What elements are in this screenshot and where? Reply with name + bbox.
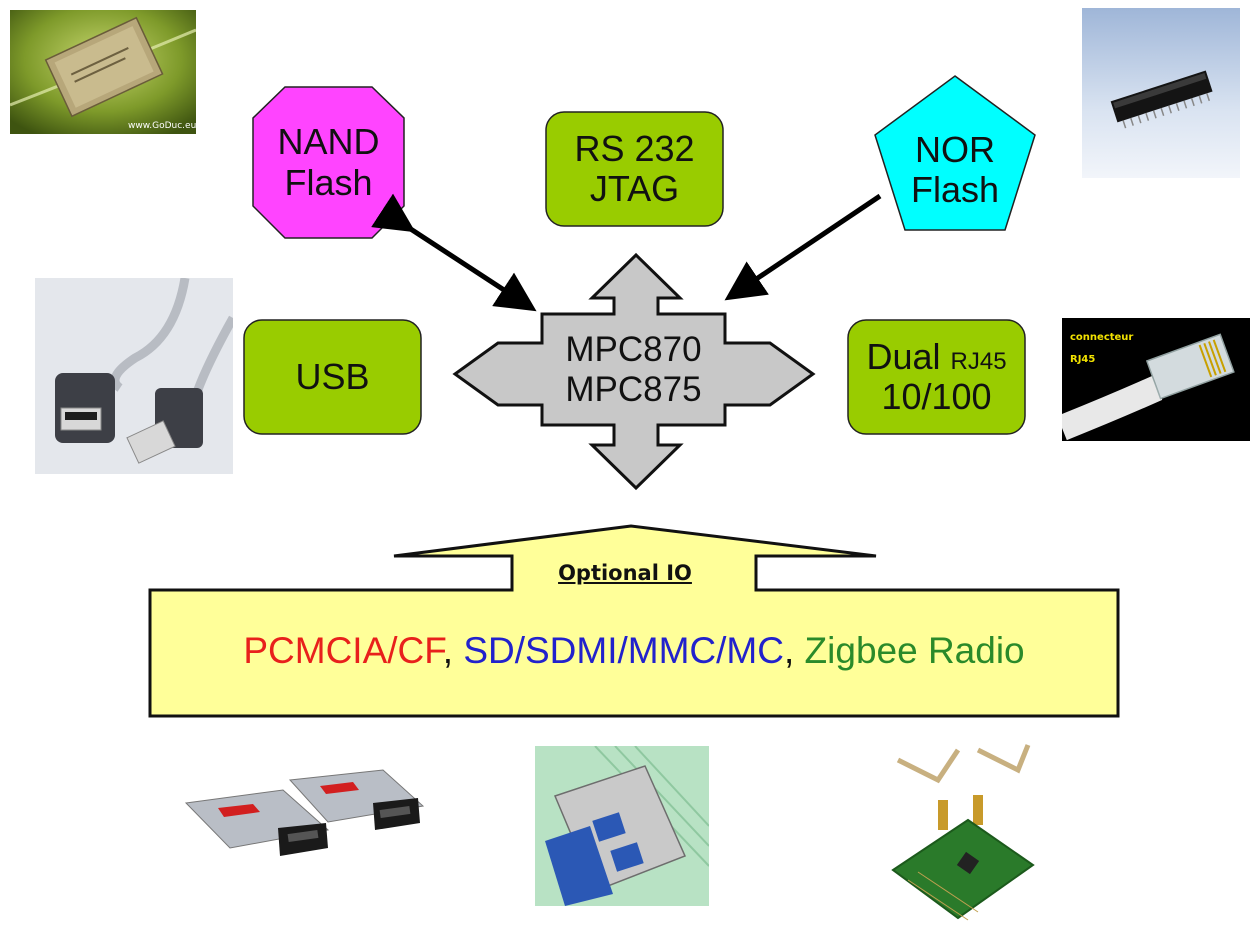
ethernet-label: Dual RJ45 10/100 (848, 320, 1025, 434)
nor-flash-label: NOR Flash (875, 110, 1035, 230)
cpu-label: MPC870 MPC875 (542, 314, 725, 425)
sd-mmc-text: SD/SDMI/MMC/MC (463, 630, 784, 671)
rj45-caption-1: connecteur (1070, 332, 1133, 343)
rs232-jtag-label: RS 232 JTAG (546, 112, 723, 226)
separator: , (442, 630, 454, 671)
usb-box (243, 319, 422, 435)
rj45-caption-2: RJ45 (1070, 354, 1095, 365)
ethernet-box (847, 319, 1026, 435)
cpu-four-way-arrow (452, 252, 816, 491)
ethernet-rj45: RJ45 (950, 347, 1007, 375)
zigbee-board-photo (878, 740, 1043, 935)
rs232-jtag-box (545, 111, 724, 227)
rs232-line1: RS 232 (574, 127, 695, 169)
pcmcia-cards-photo (178, 768, 428, 878)
nand-chip-photo: www.GoDuc.eu (10, 10, 196, 134)
rj45-connector-photo: connecteur RJ45 (1062, 318, 1250, 441)
usb-cable-photo (35, 278, 233, 474)
optional-io-arrow (148, 524, 1120, 718)
optional-io-title: Optional IO (558, 561, 692, 585)
nand-flash-label: NAND Flash (253, 87, 404, 238)
rs232-line2: JTAG (589, 168, 680, 209)
usb-text: USB (295, 355, 370, 397)
nand-cpu-arrow (371, 193, 537, 312)
cpu-line1: MPC870 (565, 330, 702, 370)
nor-flash-pentagon (874, 75, 1036, 231)
pcmcia-cf-text: PCMCIA/CF (243, 630, 443, 671)
ethernet-dual: Dual (866, 335, 941, 377)
nand-line2: Flash (284, 161, 373, 203)
nand-line1: NAND (277, 121, 380, 163)
usb-label: USB (244, 320, 421, 434)
nand-photo-watermark: www.GoDuc.eu (128, 121, 196, 131)
nor-chip-photo (1082, 8, 1240, 178)
separator: , (783, 630, 795, 671)
nor-line1: NOR (915, 128, 995, 170)
nor-line2: Flash (910, 169, 1000, 210)
sd-socket-photo (535, 746, 709, 906)
ethernet-line2: 10/100 (881, 376, 992, 417)
optional-io-list: PCMCIA/CF, SD/SDMI/MMC/MC, Zigbee Radio (150, 630, 1118, 672)
zigbee-text: Zigbee Radio (804, 630, 1025, 671)
ethernet-line1: Dual RJ45 (866, 335, 1007, 377)
nor-cpu-arrow (724, 193, 882, 301)
cpu-line2: MPC875 (565, 369, 702, 409)
